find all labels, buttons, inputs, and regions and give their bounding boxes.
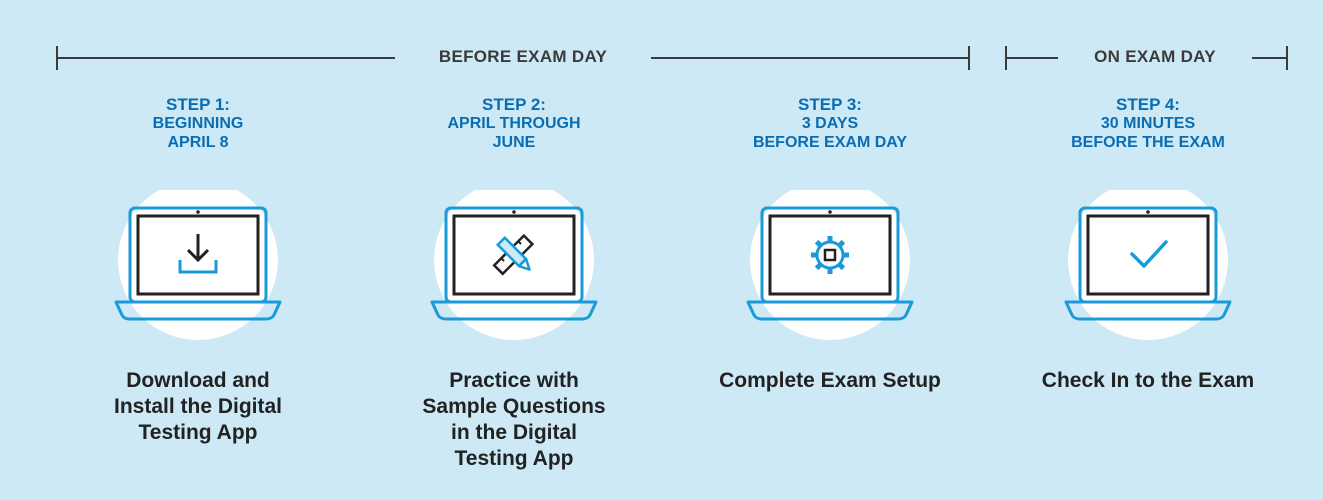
step-1-laptop <box>108 190 288 350</box>
step-3-caption: Complete Exam Setup <box>719 369 941 392</box>
step-3-title: STEP 3: <box>798 95 862 114</box>
laptop-download-icon <box>114 190 282 340</box>
webcam-dot <box>828 210 832 214</box>
laptop-base <box>746 300 914 321</box>
step-3-header: STEP 3: 3 DAYS BEFORE EXAM DAY <box>680 95 980 152</box>
step-4-when: 30 MINUTES BEFORE THE EXAM <box>1071 115 1225 151</box>
laptop-screen <box>452 214 576 296</box>
step-2-header: STEP 2: APRIL THROUGH JUNE <box>364 95 664 152</box>
step-4-laptop <box>1058 190 1238 350</box>
webcam-dot <box>196 210 200 214</box>
step-1-caption: Download and Install the Digital Testing… <box>113 369 283 444</box>
download-icon <box>178 234 218 274</box>
step-3-when: 3 DAYS BEFORE EXAM DAY <box>752 115 908 151</box>
gear-icon <box>811 236 849 274</box>
step-2-when: APRIL THROUGH JUNE <box>447 115 581 151</box>
laptop-gear-icon <box>746 190 914 340</box>
on-phase-end-cap <box>1286 46 1288 70</box>
step-4-header: STEP 4: 30 MINUTES BEFORE THE EXAM <box>998 95 1298 152</box>
step-1-header: STEP 1: BEGINNING APRIL 8 <box>48 95 348 152</box>
webcam-dot <box>1146 210 1150 214</box>
before-exam-day-label: BEFORE EXAM DAY <box>395 46 651 68</box>
laptop-base <box>1064 300 1232 321</box>
pencil-ruler-icon <box>492 233 535 276</box>
step-3-laptop <box>740 190 920 350</box>
before-phase-end-cap <box>968 46 970 70</box>
laptop-screen <box>136 214 260 296</box>
step-1-when: BEGINNING APRIL 8 <box>152 115 244 151</box>
step-2-caption: Practice with Sample Questions in the Di… <box>422 369 606 470</box>
laptop-base <box>430 300 598 321</box>
step-1-title: STEP 1: <box>166 95 230 114</box>
step-4-title: STEP 4: <box>1116 95 1180 114</box>
checkmark-icon <box>1130 240 1168 268</box>
on-exam-day-label: ON EXAM DAY <box>1058 46 1252 68</box>
laptop-checkmark-icon <box>1064 190 1232 340</box>
laptop-screen <box>768 214 892 296</box>
webcam-dot <box>512 210 516 214</box>
step-2-title: STEP 2: <box>482 95 546 114</box>
laptop-pencil-ruler-icon <box>430 190 598 340</box>
laptop-screen <box>1086 214 1210 296</box>
step-4-caption: Check In to the Exam <box>1041 369 1255 392</box>
laptop-base <box>114 300 282 321</box>
step-2-laptop <box>424 190 604 350</box>
